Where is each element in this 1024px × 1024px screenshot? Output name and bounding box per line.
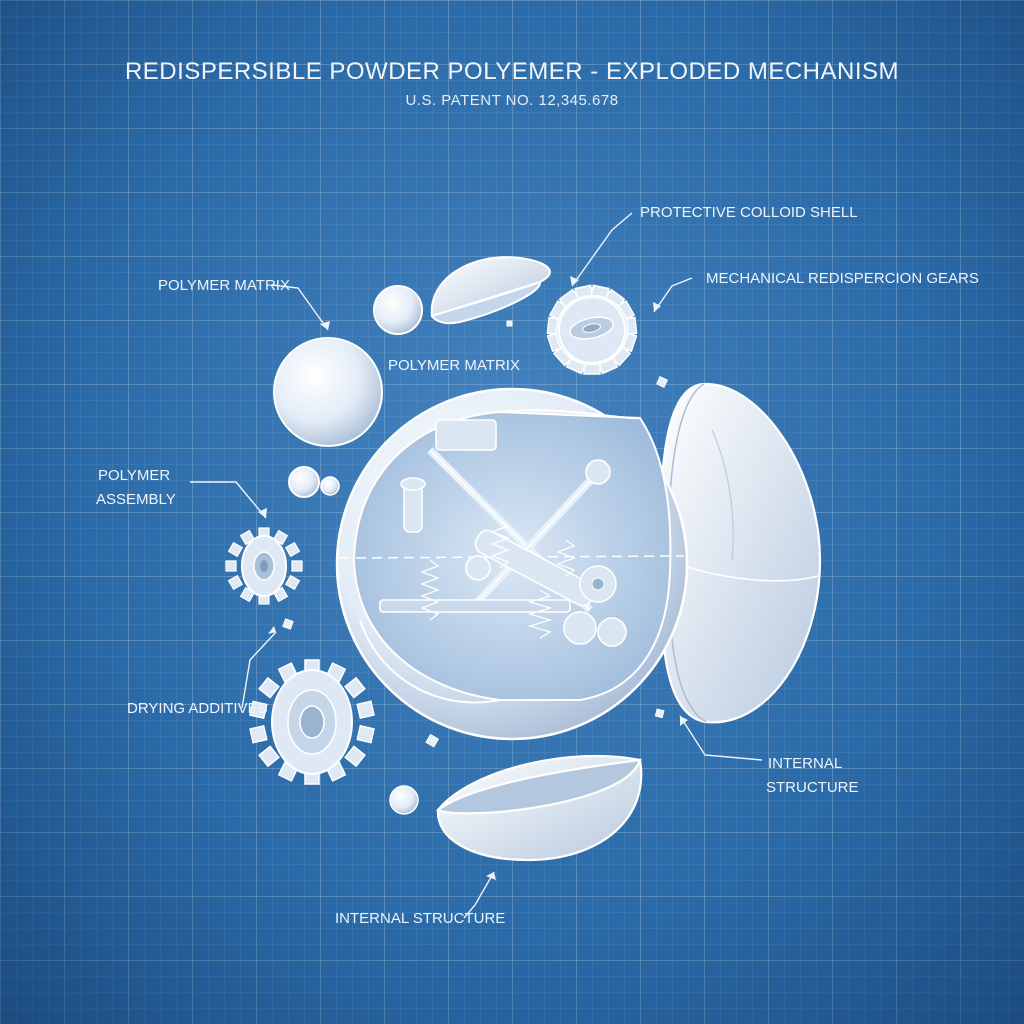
leader-internal-structure-right [679,715,763,761]
leader-internal-structure-bottom [463,871,495,919]
label-polymer-assembly-line1: POLYMER [98,467,171,484]
label-polymer-matrix-center: POLYMER MATRIX [388,357,520,374]
protective-colloid-shell-cap [430,256,551,325]
main-cutaway-sphere [335,387,689,741]
arrowhead-matrix [320,321,330,330]
leader-drying-additives [241,631,277,709]
polymer-matrix-sphere-large [273,337,383,447]
drying-additives-gear [249,659,375,785]
internal-gear [579,565,617,603]
polymer-bead-3 [389,785,419,815]
polymer-bead-1 [288,466,320,498]
arrowhead-internal-right [680,716,688,726]
arrowhead-internal-bottom [486,872,496,880]
arrowhead-additives [268,626,276,634]
label-internal-structure-right-line1: INTERNAL [768,755,843,772]
additive-particle-2 [425,733,440,748]
drying-additive-particles [282,320,668,748]
internal-structure-bowl [435,754,643,862]
leader-protective-colloid-shell [571,212,633,287]
leader-lines [190,212,763,919]
additive-particle-3 [654,708,665,719]
polymer-assembly-gear [225,527,303,605]
diagram-title: REDISPERSIBLE POWDER POLYEMER - EXPLODED… [124,58,900,85]
polymer-bead-2 [320,476,340,496]
label-internal-structure-bottom: INTERNAL STRUCTURE [335,910,506,927]
label-drying-additives: DRYING ADDITIVES [127,700,268,717]
label-polymer-matrix-left: POLYMER MATRIX [158,277,290,294]
label-polymer-assembly-line2: ASSEMBLY [96,491,176,508]
label-mechanical-redispersion-gears: MECHANICAL REDISPERCION GEARS [706,270,979,287]
leader-arrowheads [258,276,688,880]
additive-particle-5 [506,320,513,327]
label-protective-colloid-shell: PROTECTIVE COLLOID SHELL [640,204,858,221]
arrowhead-assembly [258,508,267,518]
springs [420,519,576,639]
leader-mechanical-gears [653,277,693,313]
polymer-matrix-sphere-small [373,285,423,335]
mechanical-redispersion-gear [546,284,638,375]
patent-number: U.S. PATENT NO. 12,345.678 [405,92,619,109]
additive-particle-4 [656,376,668,388]
leader-polymer-assembly [190,481,267,519]
additive-particle-1 [282,618,294,630]
arrowhead-shell [570,276,579,286]
label-internal-structure-right-line2: STRUCTURE [766,779,859,796]
leader-polymer-matrix [271,284,329,331]
arrowhead-gears [653,302,661,312]
